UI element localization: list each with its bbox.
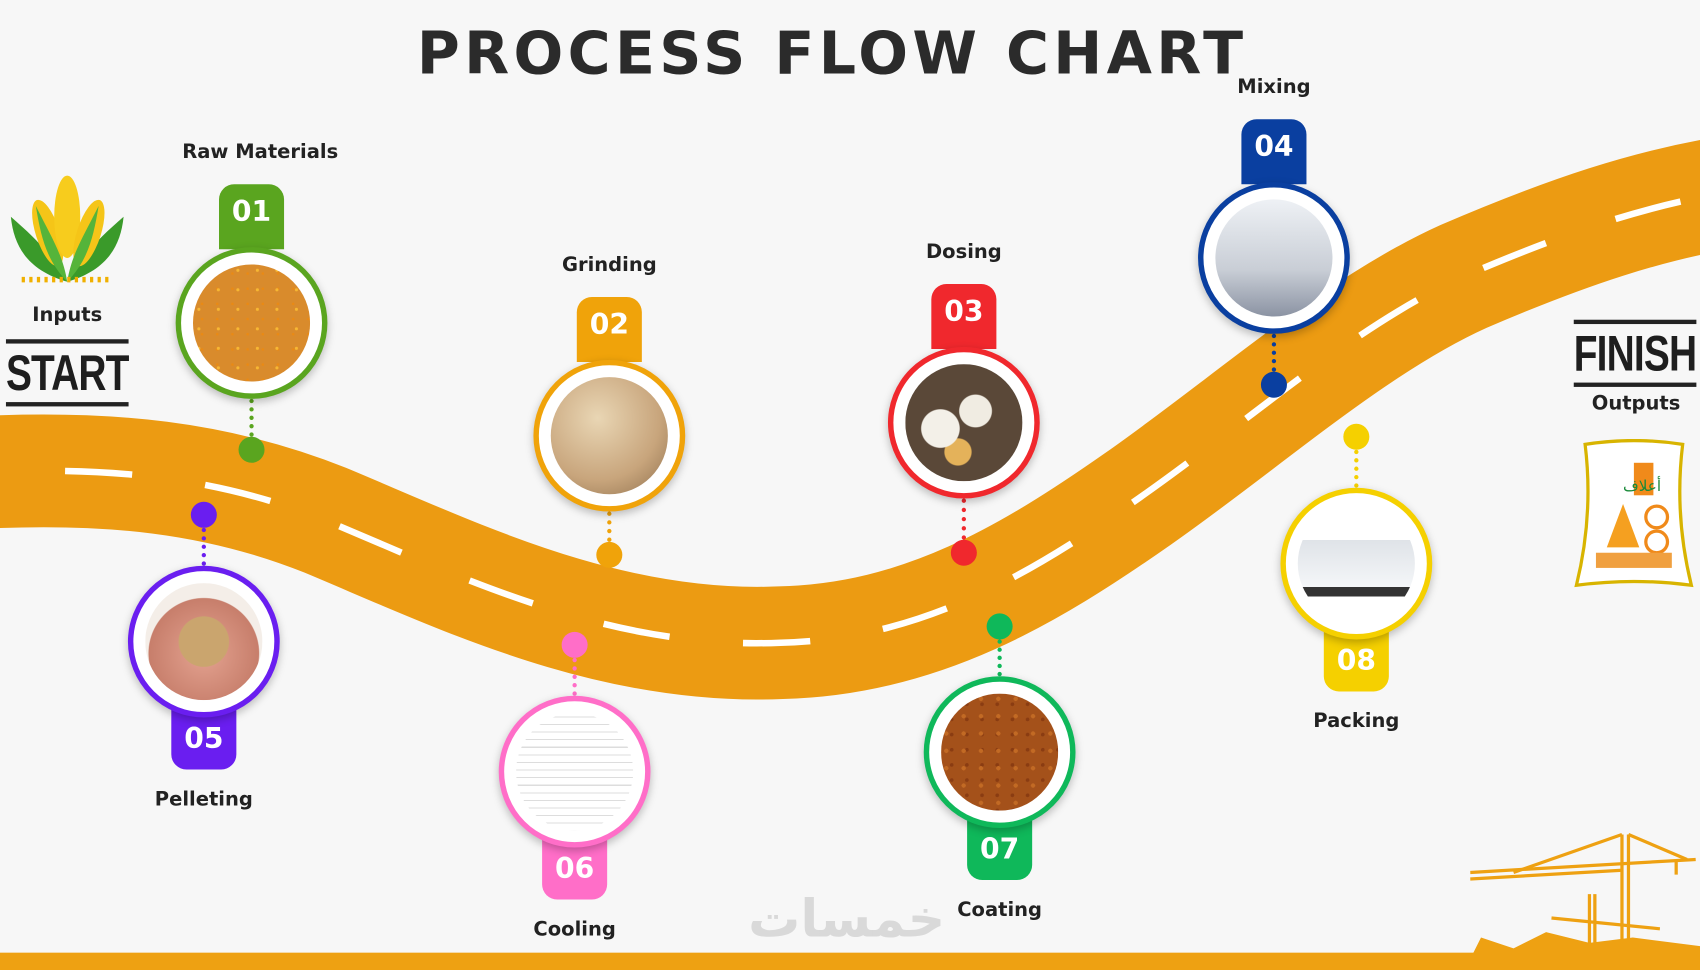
road-marker-dot — [238, 436, 265, 463]
pellets-in-hands-icon — [145, 583, 263, 701]
corn-kernels-icon — [192, 264, 311, 382]
connector-line — [997, 639, 1002, 677]
step-image-circle — [175, 247, 328, 399]
connector-line — [201, 527, 206, 566]
step-label: Coating — [957, 898, 1043, 922]
outputs-label: Outputs — [1591, 392, 1681, 416]
connector-line — [249, 398, 254, 437]
step-label: Mixing — [1237, 75, 1311, 99]
coated-pellets-icon — [941, 693, 1059, 811]
finish-marker: FINISH — [1573, 319, 1697, 387]
road-marker-dot — [950, 539, 977, 566]
step-label: Cooling — [533, 917, 616, 941]
step-image-circle — [498, 695, 651, 848]
watermark: خمسات — [748, 888, 946, 950]
step-label: Pelleting — [154, 787, 253, 811]
truck-icon — [1297, 505, 1415, 623]
cooler-machine-icon — [516, 713, 634, 831]
step-label: Raw Materials — [182, 140, 339, 164]
step-image-circle — [1280, 487, 1433, 640]
step-number-badge: 03 — [931, 283, 997, 349]
inputs-label: Inputs — [32, 303, 103, 327]
step-number-badge: 01 — [219, 184, 285, 250]
start-marker: START — [5, 339, 129, 407]
step-number-badge: 04 — [1241, 119, 1307, 185]
step-label: Packing — [1313, 709, 1400, 733]
connector-line — [572, 657, 577, 696]
corn-icon — [10, 175, 124, 283]
road-marker-dot — [190, 501, 217, 528]
road-marker-dot — [1260, 371, 1287, 398]
step-number-badge: 06 — [542, 834, 608, 900]
svg-text:أعلاف: أعلاف — [1623, 476, 1661, 495]
flour-icon — [550, 377, 668, 495]
feed-sacks-icon — [905, 364, 1023, 482]
crane-icon — [1470, 832, 1700, 960]
road-marker-dot — [596, 541, 623, 568]
step-image-circle — [923, 676, 1076, 829]
step-image-circle — [887, 346, 1040, 499]
feed-bag-icon: أعلاف — [1574, 438, 1694, 588]
connector-line — [961, 498, 967, 540]
road-center-dashes — [0, 194, 1700, 647]
connector-line — [1271, 333, 1277, 372]
road-marker-dot — [986, 613, 1013, 640]
step-label: Grinding — [561, 253, 657, 277]
road-marker-dot — [1343, 423, 1370, 450]
step-label: Dosing — [925, 240, 1002, 264]
mixer-machine-icon — [1215, 199, 1333, 317]
step-image-circle — [127, 565, 280, 718]
step-image-circle — [533, 359, 686, 512]
connector-line — [1354, 449, 1359, 488]
step-number-badge: 02 — [576, 296, 642, 362]
connector-line — [607, 511, 612, 542]
page-title: PROCESS FLOW CHART — [416, 19, 1248, 88]
bottom-bar — [0, 952, 1700, 970]
step-image-circle — [1198, 182, 1350, 334]
road-marker-dot — [561, 631, 588, 658]
